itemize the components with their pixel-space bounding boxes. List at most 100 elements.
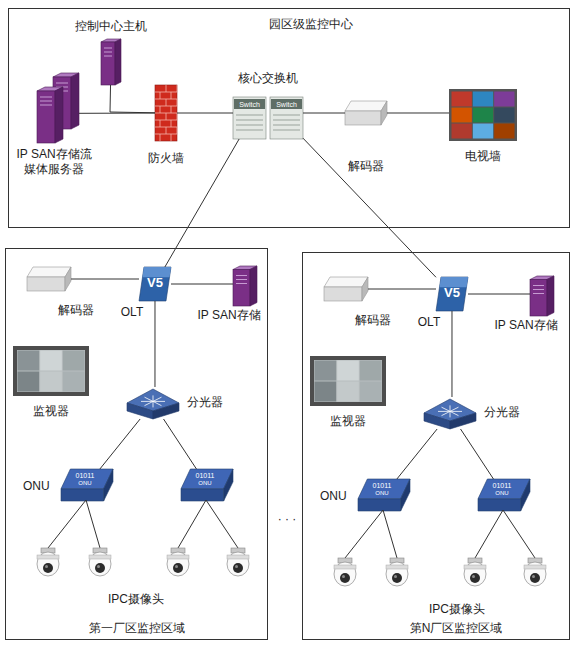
decoder-device: 解码器: [345, 101, 387, 125]
icon-line: [166, 85, 167, 92]
icon-line: [166, 113, 167, 120]
icon-panel: [233, 97, 266, 139]
free-label: IPC摄像头: [96, 592, 176, 607]
icon-line: [160, 92, 161, 99]
icon-panel: [337, 361, 359, 381]
wire: [503, 510, 535, 558]
icon-text: Switch: [271, 101, 302, 108]
device-label: IP SAN存储: [486, 318, 566, 333]
connector-line: [461, 429, 494, 479]
icon-line: [236, 115, 263, 116]
connector-line: [171, 284, 233, 285]
icon-face: [61, 489, 104, 501]
device-label: 防火墙: [143, 151, 189, 166]
tower1-device: IP SAN存储: [530, 276, 554, 316]
icon-panel: [271, 99, 302, 109]
tower1-device: IP SAN存储: [233, 266, 257, 306]
icon-line: [166, 127, 167, 134]
icon-line: [141, 401, 153, 402]
icon-line: [273, 125, 300, 126]
icon-panel: [233, 270, 250, 307]
icon-line: [450, 411, 451, 417]
icon-face: [71, 73, 79, 129]
ip-camera: [386, 558, 408, 586]
icon-line: [273, 130, 300, 131]
icon-line: [153, 401, 161, 405]
icon-panel: [345, 111, 381, 125]
icon-panel: [315, 382, 337, 402]
icon-face: [224, 469, 233, 501]
device-label: 控制中心主机: [69, 19, 153, 34]
icon-line: [56, 83, 68, 84]
icon-line: [450, 407, 458, 411]
decoder-device: 解码器: [27, 267, 71, 291]
ip-camera: [89, 548, 111, 576]
connector-line: [468, 294, 530, 295]
firewall-device: 防火墙: [155, 85, 177, 141]
icon-panel: [37, 91, 55, 143]
icon-face: [115, 39, 121, 85]
icon-line: [104, 56, 112, 57]
wire: [383, 510, 397, 558]
device-icon: [155, 85, 177, 141]
icon-text: V5: [141, 276, 169, 289]
icon-panel: [315, 361, 337, 381]
icon-face: [139, 267, 171, 301]
icon-panel: [494, 92, 514, 107]
ip-camera: [167, 548, 189, 576]
icon-panel: [310, 356, 386, 406]
onu-device: ONU01011ONU: [358, 479, 410, 511]
connector-line: [154, 301, 155, 387]
device-label: 第N厂区监控区域: [361, 621, 551, 636]
device-label: 解码器: [341, 159, 391, 174]
icon-line: [236, 275, 247, 276]
icon-line: [177, 113, 178, 120]
icon-line: [273, 120, 300, 121]
icon-face: [104, 469, 113, 501]
connector-line: [303, 138, 436, 277]
icon-text: ONU: [187, 480, 223, 486]
icon-face: [401, 479, 410, 511]
icon-panel: [473, 108, 493, 123]
icon-face: [55, 87, 63, 143]
device-label: 核心交换机: [236, 71, 300, 86]
icon-panel: [324, 287, 362, 301]
wire: [86, 500, 100, 548]
device-icon: [127, 387, 179, 419]
onu-device: ONU01011ONU: [61, 469, 113, 501]
icon-line: [236, 120, 263, 121]
icon-panel: [530, 280, 547, 317]
free-label: · · ·: [270, 512, 304, 527]
connector-line: [177, 113, 233, 114]
icon-line: [160, 106, 161, 113]
device-label: 分光器: [484, 405, 534, 420]
icon-line: [145, 401, 153, 405]
icon-panel: [101, 42, 115, 85]
device-label: 解码器: [51, 303, 101, 318]
device-label: 第一厂区监控区域: [42, 621, 232, 636]
icon-line: [533, 289, 544, 290]
wire: [48, 500, 86, 548]
ip-camera: [37, 548, 59, 576]
icon-line: [442, 407, 450, 411]
icon-line: [40, 97, 52, 98]
device-label: 监视器: [13, 404, 89, 419]
icon-text: 01011: [187, 472, 223, 479]
icon-face: [127, 403, 153, 419]
wire: [475, 510, 503, 558]
device-icon: [13, 346, 89, 396]
icon-line: [533, 285, 544, 286]
icon-panel: [13, 346, 89, 396]
camera-wires: [48, 500, 535, 558]
device-icon: [530, 276, 554, 316]
ip-camera: [524, 558, 546, 586]
olt-device: V5OLT: [436, 277, 468, 311]
tower2-device: IP SAN存储流 媒体服务器: [37, 73, 79, 143]
icon-line: [160, 134, 161, 141]
icon-line: [177, 85, 178, 92]
icon-line: [533, 293, 544, 294]
icon-panel: [473, 124, 493, 139]
icon-face: [358, 499, 401, 511]
icon-panel: [234, 99, 265, 109]
